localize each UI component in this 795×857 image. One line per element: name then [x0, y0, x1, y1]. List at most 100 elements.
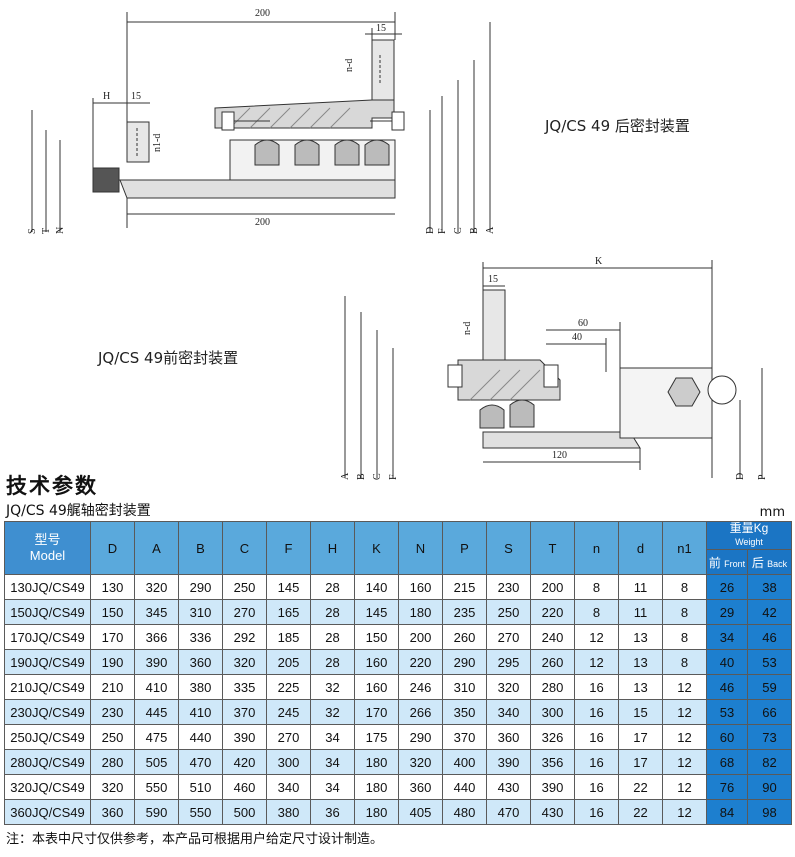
weight-header-en: Weight [735, 537, 763, 547]
value-cell: 470 [486, 799, 531, 825]
rear-letter-B: B [469, 227, 480, 234]
value-cell: 550 [178, 799, 223, 825]
value-cell: 266 [398, 699, 443, 725]
front-weight-cell: 53 [706, 699, 748, 725]
value-cell: 370 [442, 724, 487, 750]
value-cell: 360 [178, 649, 223, 675]
rear-letter-F: F [437, 228, 448, 234]
value-cell: 390 [222, 724, 267, 750]
rear-dim-15-top: 15 [376, 23, 386, 34]
value-cell: 175 [354, 724, 399, 750]
value-cell: 8 [662, 624, 707, 650]
front-weight-header: 前 Front [706, 549, 748, 575]
footnote: 注：本表中尺寸仅供参考，本产品可根据用户给定尺寸设计制造。 [6, 832, 384, 847]
front-dim-120: 120 [552, 450, 567, 461]
value-cell: 360 [398, 774, 443, 800]
front-weight-cell: 29 [706, 599, 748, 625]
value-cell: 17 [618, 724, 663, 750]
value-cell: 180 [354, 799, 399, 825]
rear-letter-S: S [27, 228, 38, 234]
value-cell: 12 [574, 649, 619, 675]
value-cell: 405 [398, 799, 443, 825]
value-cell: 310 [442, 674, 487, 700]
value-cell: 170 [90, 624, 135, 650]
front-dim-K: K [595, 256, 603, 267]
value-cell: 350 [442, 699, 487, 725]
front-weight-cell: 34 [706, 624, 748, 650]
value-cell: 12 [662, 674, 707, 700]
value-cell: 32 [310, 674, 355, 700]
value-cell: 225 [266, 674, 311, 700]
rear-dim-nd: n-d [344, 59, 355, 72]
value-cell: 28 [310, 574, 355, 600]
value-cell: 326 [530, 724, 575, 750]
col-header: S [486, 521, 531, 575]
model-cell: 170JQ/CS49 [4, 624, 91, 650]
rear-dim-n1d: n1-d [152, 134, 163, 152]
value-cell: 440 [442, 774, 487, 800]
value-cell: 290 [398, 724, 443, 750]
value-cell: 12 [662, 724, 707, 750]
value-cell: 260 [442, 624, 487, 650]
value-cell: 8 [662, 599, 707, 625]
model-cell: 210JQ/CS49 [4, 674, 91, 700]
back-weight-cell: 42 [747, 599, 792, 625]
value-cell: 240 [530, 624, 575, 650]
front-weight-cell: 26 [706, 574, 748, 600]
rear-letter-C: C [453, 227, 464, 234]
back-weight-cell: 53 [747, 649, 792, 675]
value-cell: 300 [530, 699, 575, 725]
value-cell: 220 [530, 599, 575, 625]
back-weight-header: 后 Back [747, 549, 792, 575]
value-cell: 160 [354, 649, 399, 675]
front-weight-cell: 76 [706, 774, 748, 800]
front-letter-D: D [735, 473, 746, 480]
weight-header: 重量Kg Weight [706, 521, 792, 550]
value-cell: 200 [530, 574, 575, 600]
front-weight-cell: 40 [706, 649, 748, 675]
value-cell: 28 [310, 649, 355, 675]
rear-seal-drawing [31, 12, 491, 232]
value-cell: 250 [90, 724, 135, 750]
value-cell: 320 [90, 774, 135, 800]
value-cell: 290 [442, 649, 487, 675]
model-header-zh: 型号 [34, 532, 61, 547]
value-cell: 420 [222, 749, 267, 775]
value-cell: 230 [486, 574, 531, 600]
value-cell: 235 [442, 599, 487, 625]
front-weight-cell: 68 [706, 749, 748, 775]
value-cell: 270 [486, 624, 531, 650]
front-weight-cell: 60 [706, 724, 748, 750]
back-weight-cell: 66 [747, 699, 792, 725]
col-header: B [178, 521, 223, 575]
value-cell: 28 [310, 599, 355, 625]
value-cell: 270 [266, 724, 311, 750]
col-header: K [354, 521, 399, 575]
front-weight-cell: 46 [706, 674, 748, 700]
value-cell: 260 [530, 649, 575, 675]
value-cell: 170 [354, 699, 399, 725]
value-cell: 220 [398, 649, 443, 675]
value-cell: 17 [618, 749, 663, 775]
front-dim-40: 40 [572, 332, 582, 343]
value-cell: 445 [134, 699, 179, 725]
front-letter-F: F [388, 474, 399, 480]
value-cell: 300 [266, 749, 311, 775]
value-cell: 500 [222, 799, 267, 825]
value-cell: 16 [574, 774, 619, 800]
value-cell: 13 [618, 649, 663, 675]
spec-table: 型号 Model D A B C F H K N P S T n d n1 重量… [4, 521, 792, 825]
col-header: A [134, 521, 179, 575]
model-cell: 250JQ/CS49 [4, 724, 91, 750]
col-header: n [574, 521, 619, 575]
back-weight-cell: 73 [747, 724, 792, 750]
back-weight-cell: 82 [747, 749, 792, 775]
value-cell: 16 [574, 699, 619, 725]
value-cell: 160 [398, 574, 443, 600]
